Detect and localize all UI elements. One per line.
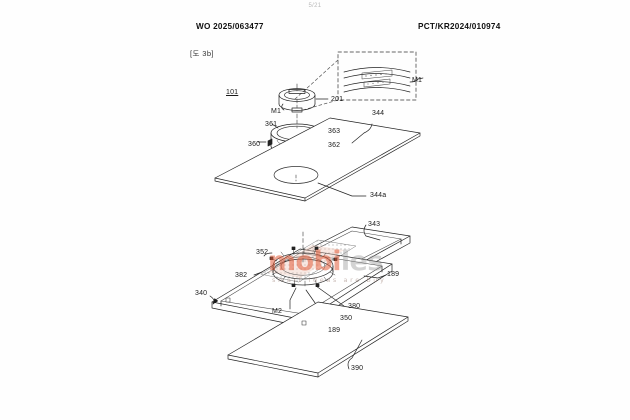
reference-numeral-361: 361 (265, 121, 278, 128)
reference-numeral-390: 390 (351, 365, 364, 372)
reference-numeral-340: 340 (195, 290, 208, 297)
reference-numeral-350: 350 (340, 315, 353, 322)
plate-344 (214, 117, 421, 202)
reference-numeral-362: 362 (328, 142, 341, 149)
m1-detail-box (337, 51, 424, 101)
reference-numeral-189a: 189 (328, 327, 341, 334)
detail-projection-lines (294, 59, 339, 111)
reference-numeral-343: 343 (368, 221, 381, 228)
reference-numeral-M1b: M1 (271, 108, 282, 115)
page-number: 5/21 (308, 3, 322, 9)
reference-numeral-201: 201 (331, 96, 344, 103)
reference-numeral-101: 101 (226, 89, 239, 96)
reference-numeral-382: 382 (235, 272, 248, 279)
figure-label: [도 3b] (190, 49, 214, 58)
reference-numeral-352: 352 (256, 249, 269, 256)
publication-number: WO 2025/063477 (196, 22, 264, 31)
reference-numeral-360: 360 (248, 141, 261, 148)
speaker-assembly-350 (253, 231, 387, 331)
reference-numeral-344a: 344a (370, 192, 387, 199)
plate-390 (227, 301, 409, 378)
reference-numeral-M1a: M1 (412, 77, 423, 84)
reference-numeral-344: 344 (372, 110, 385, 117)
frame-340 (209, 248, 393, 328)
reference-numeral-M2: M2 (272, 308, 283, 315)
reference-numeral-189b: 189 (387, 271, 400, 278)
reference-numeral-380: 380 (348, 303, 361, 310)
module-201 (278, 83, 329, 113)
reference-numeral-363: 363 (328, 128, 341, 135)
application-number: PCT/KR2024/010974 (418, 22, 501, 31)
